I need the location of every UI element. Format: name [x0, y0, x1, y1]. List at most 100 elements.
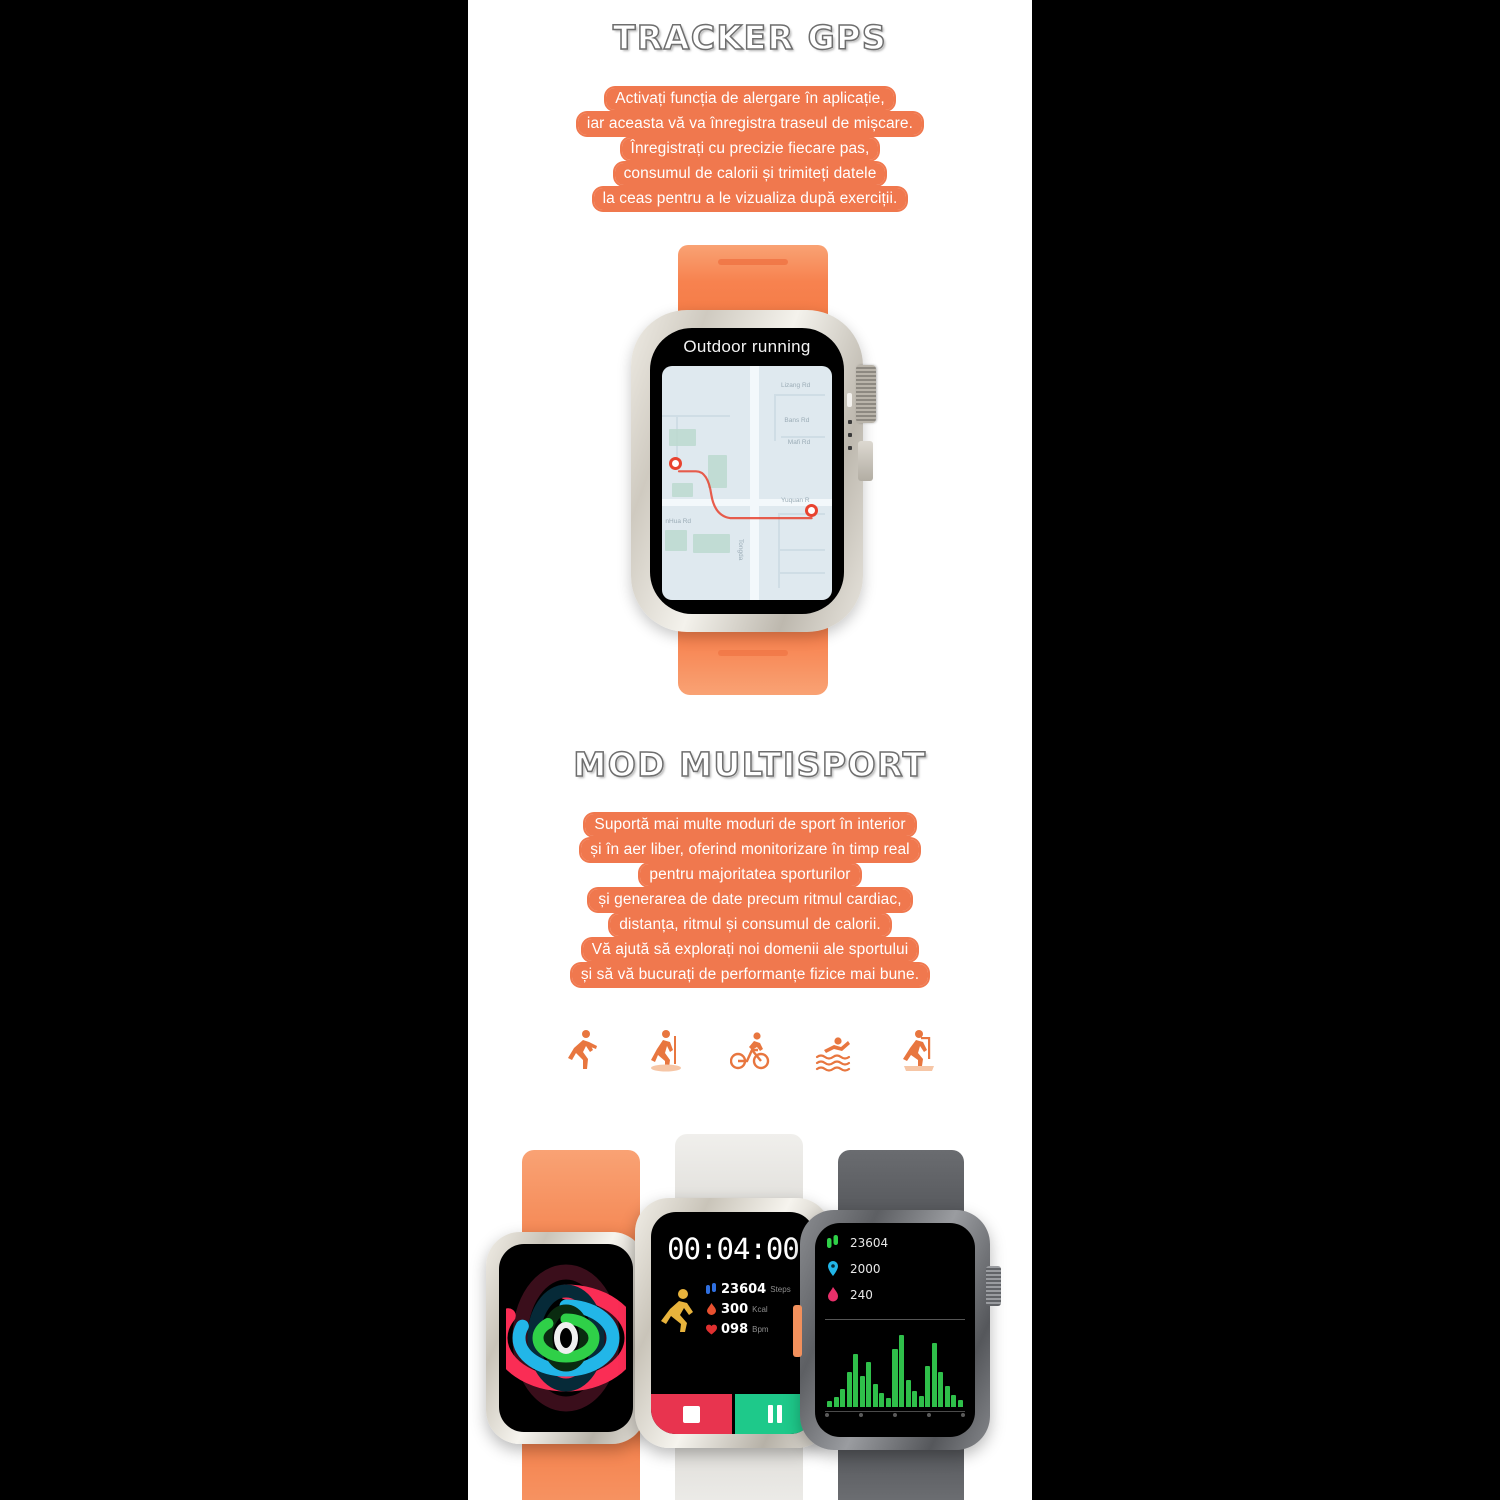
map-line-8 — [777, 548, 826, 551]
watch-showcase-trio: 00:04:00 — [468, 1134, 1032, 1500]
map-label-mafi: Mafi Rd — [787, 438, 811, 446]
chart-axis-line — [825, 1411, 965, 1412]
map-park-3 — [672, 483, 693, 498]
stat-steps: 23604 Steps — [706, 1282, 809, 1297]
distance-icon — [828, 1261, 838, 1276]
map-label-yuquan: Yuquan R — [781, 497, 810, 505]
watch-side-button[interactable] — [858, 441, 873, 481]
chart-stat-calories: 240 — [827, 1287, 888, 1302]
map-line-6 — [777, 513, 780, 589]
steps-unit: Steps — [770, 1285, 791, 1294]
activity-bar — [859, 1376, 865, 1407]
activity-bar — [912, 1390, 918, 1407]
heart-icon — [706, 1324, 717, 1335]
activity-bar — [885, 1397, 891, 1407]
multisport-description: Suportă mai multe moduri de sport în int… — [468, 812, 1032, 987]
watch-crown[interactable] — [856, 365, 876, 423]
sport-mode-icon-row — [468, 1028, 1032, 1072]
stat-heartrate: 098 Bpm — [706, 1322, 809, 1337]
watch-mic-hole-3 — [848, 446, 852, 450]
gps-description: Activați funcția de alergare în aplicați… — [468, 86, 1032, 211]
map-label-nhua: nHua Rd — [665, 518, 692, 526]
activity-bar — [951, 1394, 957, 1407]
gps-desc-line-3: Înregistrați cu precizie fiecare pas, — [468, 136, 1032, 161]
hiking-icon — [651, 1030, 681, 1072]
stop-square-icon — [682, 1405, 700, 1423]
product-panel: TRACKER GPS Activați funcția de alergare… — [468, 0, 1032, 1500]
chart-stat-steps: 23604 — [827, 1235, 888, 1250]
multisport-desc-line-4: și generarea de date precum ritmul cardi… — [468, 887, 1032, 912]
stopwatch-controls — [651, 1394, 815, 1434]
multisport-desc-line-1: Suportă mai multe moduri de sport în int… — [468, 812, 1032, 837]
activity-bar — [905, 1380, 911, 1407]
watch-mic-hole-1 — [848, 420, 852, 424]
activity-rings — [506, 1264, 626, 1412]
multisport-desc-line-6: Vă ajută să explorați noi domenii ale sp… — [468, 937, 1032, 962]
activity-bar — [846, 1372, 852, 1407]
multisport-desc-line-7: și să vă bucurați de performanțe fizice … — [468, 962, 1032, 987]
screen-title-outdoor-running: Outdoor running — [683, 337, 811, 356]
activity-bar — [853, 1353, 859, 1407]
chart-stat-list: 23604 2000 — [827, 1235, 888, 1302]
route-end-marker — [804, 504, 818, 518]
activity-bar — [872, 1384, 878, 1407]
cycling-icon — [730, 1032, 770, 1070]
calories-icon — [707, 1303, 716, 1315]
activity-bar — [833, 1396, 839, 1407]
watch-speaker-slot — [847, 393, 852, 407]
calories-unit: Kcal — [752, 1305, 768, 1314]
multisport-desc-line-5: distanța, ritmul și consumul de calorii. — [468, 912, 1032, 937]
stopwatch-screen: 00:04:00 — [651, 1212, 815, 1434]
chart-distance-value: 2000 — [850, 1261, 881, 1276]
activity-bar — [944, 1386, 950, 1407]
treadmill-icon — [903, 1030, 934, 1071]
orange-accent-strip — [793, 1305, 802, 1357]
map-line-3 — [774, 394, 777, 441]
activity-bar — [840, 1388, 846, 1407]
watch-screen: Outdoor running — [650, 328, 844, 614]
stop-button[interactable] — [651, 1394, 732, 1434]
map-line-7 — [777, 513, 826, 516]
showcase-watch-orange — [486, 1150, 676, 1500]
map-park-1 — [668, 429, 696, 446]
stat-calories: 300 Kcal — [706, 1302, 809, 1317]
map-label-bans: Bans Rd — [784, 417, 810, 425]
map-park-5 — [692, 534, 730, 554]
heartrate-unit: Bpm — [752, 1325, 769, 1334]
activity-rings-screen — [499, 1244, 633, 1432]
multisport-desc-line-2: și în aer liber, oferind monitorizare în… — [468, 837, 1032, 862]
swimming-icon — [815, 1037, 851, 1072]
gps-desc-line-5: la ceas pentru a le vizualiza după exerc… — [468, 186, 1032, 211]
map-park-2 — [707, 454, 727, 488]
activity-bar — [866, 1361, 872, 1407]
map-line-1 — [662, 415, 730, 418]
activity-bar — [879, 1392, 885, 1407]
map-road-vertical — [750, 366, 760, 600]
calories-value: 300 — [721, 1302, 749, 1317]
activity-bar-chart — [827, 1335, 963, 1407]
heartrate-value: 098 — [721, 1322, 749, 1337]
running-icon — [568, 1030, 597, 1069]
chart-stat-distance: 2000 — [827, 1261, 888, 1276]
map-park-4 — [665, 529, 688, 551]
stat-list: 23604 Steps 300 Kcal — [706, 1282, 809, 1337]
gps-desc-line-2: iar aceasta vă va înregistra traseul de … — [468, 111, 1032, 136]
calories-icon — [828, 1287, 838, 1302]
chart-steps-value: 23604 — [850, 1235, 889, 1250]
gps-route-path — [662, 366, 832, 600]
map-road-horizontal — [662, 499, 832, 507]
map-label-lizang: Lizang Rd — [781, 382, 811, 390]
activity-bar — [899, 1335, 905, 1407]
map-line-4 — [774, 394, 826, 397]
gps-headline: TRACKER GPS — [468, 17, 1032, 58]
dark-watch-crown[interactable] — [986, 1266, 1001, 1306]
activity-bar — [925, 1365, 931, 1407]
activity-bar — [938, 1372, 944, 1407]
showcase-watch-dark: 23604 2000 — [793, 1150, 1013, 1500]
stopwatch-timer-value: 00:04:00 — [667, 1232, 800, 1266]
dark-watch-case: 23604 2000 — [793, 1210, 990, 1450]
steps-icon — [827, 1235, 838, 1248]
gps-desc-line-1: Activați funcția de alergare în aplicați… — [468, 86, 1032, 111]
steps-value: 23604 — [721, 1282, 767, 1297]
